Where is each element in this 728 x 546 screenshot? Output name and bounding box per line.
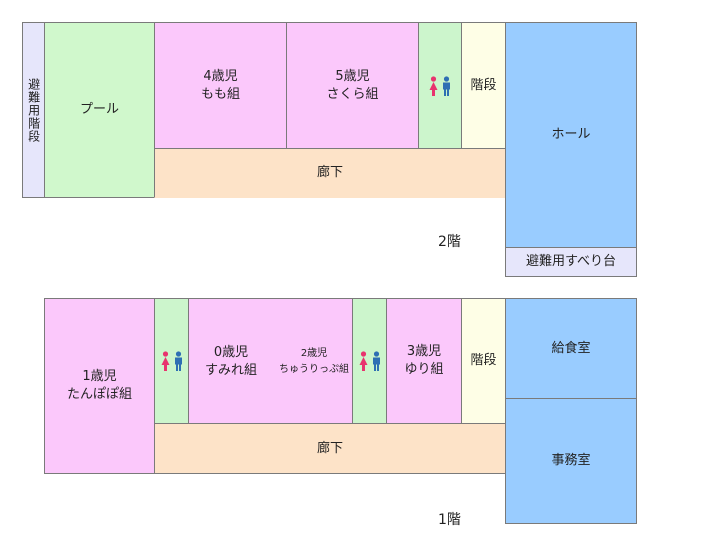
toilet-1f-a	[154, 298, 189, 424]
evac-stairs: 避難用階段	[22, 22, 45, 198]
woman-icon	[359, 351, 367, 371]
evac-slide: 避難用すべり台	[505, 247, 637, 277]
toilet-1f-b	[352, 298, 387, 424]
corridor-2f-label: 廊下	[316, 165, 343, 181]
room-momo: 4歳児 もも組	[154, 22, 287, 149]
room-sumire: 0歳児 すみれ組	[204, 345, 257, 378]
man-icon	[174, 351, 182, 371]
room-yuri-label: 3歳児 ゆり組	[404, 344, 444, 377]
woman-icon	[429, 75, 438, 96]
room-tanpopo: 1歳児 たんぽぽ組	[44, 298, 155, 474]
floor-2-label: 2階	[438, 234, 461, 250]
stairs-1f-label: 階段	[470, 353, 497, 369]
evac-slide-label: 避難用すべり台	[525, 254, 617, 270]
corridor-1f-label: 廊下	[316, 440, 343, 456]
room-chulip: 2歳児 ちゅうりっぷ組	[279, 348, 349, 375]
room-tanpopo-label: 1歳児 たんぽぽ組	[66, 369, 132, 402]
room-yuri: 3歳児 ゆり組	[386, 298, 462, 424]
office-label: 事務室	[551, 453, 591, 469]
man-icon	[372, 351, 380, 371]
evac-stairs-label: 避難用階段	[26, 77, 41, 143]
hall-label: ホール	[551, 127, 591, 143]
pool-label: プール	[79, 102, 119, 118]
corridor-1f: 廊下	[154, 423, 506, 474]
office: 事務室	[505, 398, 637, 524]
corridor-2f: 廊下	[154, 148, 506, 198]
kitchen: 給食室	[505, 298, 637, 399]
room-sakura: 5歳児 さくら組	[286, 22, 419, 149]
woman-icon	[161, 351, 169, 371]
pool: プール	[44, 22, 155, 198]
toilet-2f	[418, 22, 462, 149]
room-momo-label: 4歳児 もも組	[200, 68, 240, 102]
room-sumire-chulip	[188, 298, 353, 424]
room-sakura-label: 5歳児 さくら組	[326, 68, 379, 102]
hall: ホール	[505, 22, 637, 248]
kitchen-label: 給食室	[551, 340, 591, 356]
stairs-2f-label: 階段	[470, 77, 497, 93]
man-icon	[443, 75, 450, 96]
stairs-1f: 階段	[461, 298, 506, 424]
floor-1-label: 1階	[438, 512, 461, 528]
stairs-2f: 階段	[461, 22, 506, 149]
